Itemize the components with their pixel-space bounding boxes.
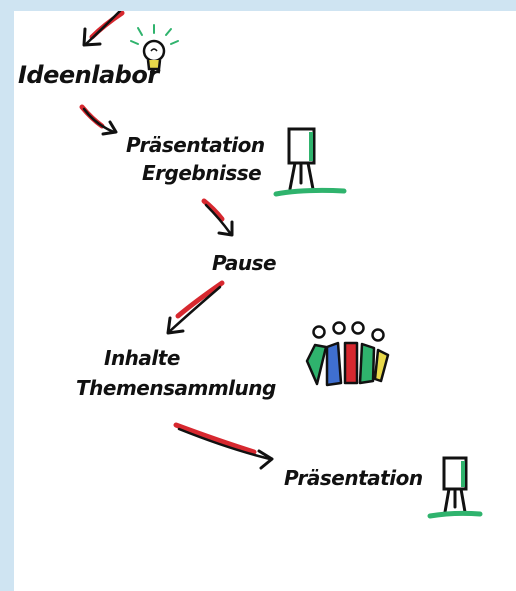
flipchart-icon xyxy=(273,127,347,197)
people-group-icon xyxy=(305,321,390,387)
sketchnote-canvas: Ideenlabor Präsentation Ergebnisse Pause… xyxy=(14,11,516,591)
arrow-4 xyxy=(166,280,225,335)
arrow-top xyxy=(82,11,125,47)
step-ideenlabor: Ideenlabor xyxy=(18,61,159,89)
step-pause: Pause xyxy=(212,251,277,275)
arrow-2 xyxy=(79,104,118,136)
flipchart-icon xyxy=(427,456,483,519)
arrow-3 xyxy=(201,198,234,237)
step-praesentation-ergebnisse-line2: Ergebnisse xyxy=(142,161,262,185)
lightbulb-icon xyxy=(130,24,179,73)
step-inhalte-line2: Themensammlung xyxy=(76,376,276,400)
step-inhalte-line1: Inhalte xyxy=(104,346,180,370)
sketch-drawing xyxy=(79,11,483,519)
step-praesentation: Präsentation xyxy=(284,466,423,490)
step-praesentation-ergebnisse-line1: Präsentation xyxy=(126,133,265,157)
arrow-5 xyxy=(173,422,274,470)
